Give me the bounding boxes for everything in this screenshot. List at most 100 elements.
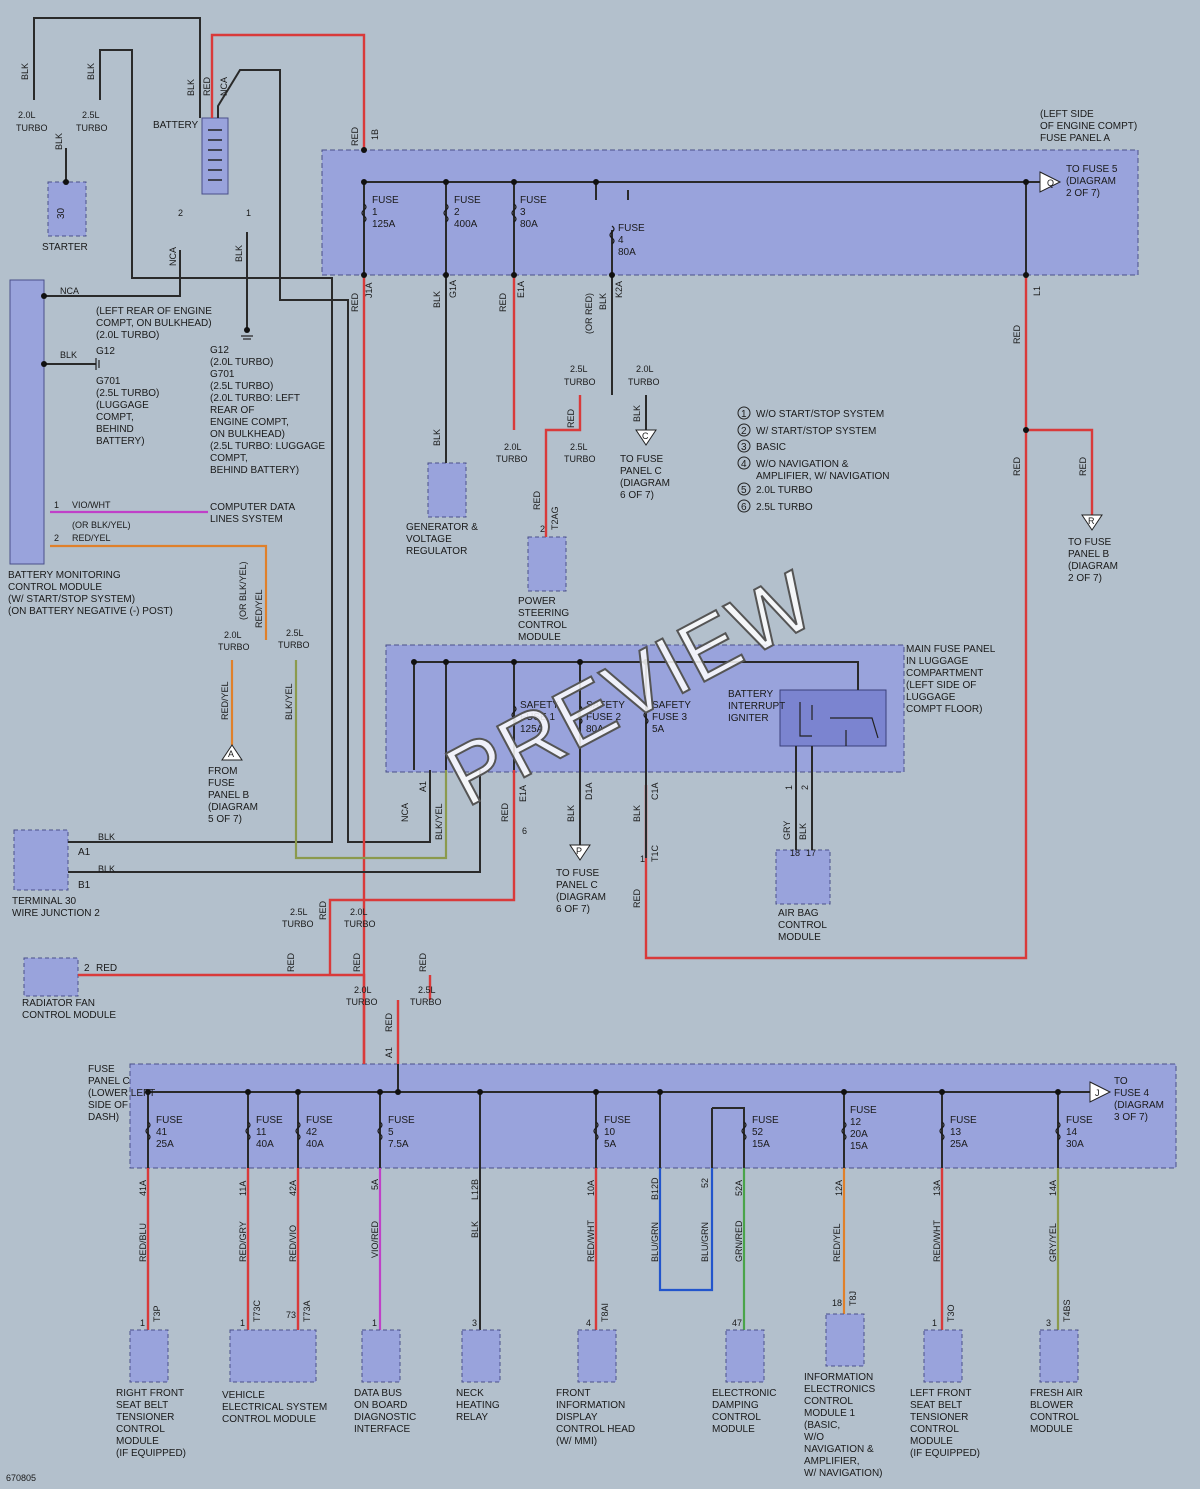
svg-text:2: 2 xyxy=(540,524,545,534)
svg-text:41A: 41A xyxy=(138,1180,148,1196)
svg-text:BLK/YEL: BLK/YEL xyxy=(284,683,294,720)
svg-text:BLK: BLK xyxy=(798,823,808,840)
svg-text:2.0L: 2.0L xyxy=(350,907,368,917)
svg-text:BLK: BLK xyxy=(60,350,77,360)
svg-text:2.5L: 2.5L xyxy=(570,364,588,374)
svg-text:RED: RED xyxy=(352,952,362,972)
module-box-vehicle-electrical xyxy=(229,1329,317,1383)
svg-text:C1A: C1A xyxy=(650,782,660,800)
svg-text:1: 1 xyxy=(246,208,251,218)
svg-text:BLK: BLK xyxy=(20,63,30,80)
power-steering-box xyxy=(527,536,567,592)
svg-text:L12B: L12B xyxy=(470,1179,480,1200)
svg-text:1: 1 xyxy=(741,409,747,420)
svg-text:47: 47 xyxy=(732,1318,742,1328)
svg-text:BLK: BLK xyxy=(632,405,642,422)
svg-text:Q: Q xyxy=(1047,178,1054,188)
svg-text:14A: 14A xyxy=(1048,1180,1058,1196)
module-box-lf-seatbelt xyxy=(923,1329,963,1383)
svg-text:BASIC: BASIC xyxy=(756,442,786,453)
generator-box xyxy=(427,462,467,518)
terminal30-a1: A1 xyxy=(78,847,91,858)
fuse-panel-a xyxy=(321,149,1139,276)
radiator-fan-pin: 2 xyxy=(84,963,90,974)
svg-text:2.0L TURBO: 2.0L TURBO xyxy=(756,485,813,496)
svg-text:RED/YEL: RED/YEL xyxy=(72,533,111,543)
svg-text:RED: RED xyxy=(202,76,212,96)
module-box-fresh-air xyxy=(1039,1329,1079,1383)
svg-text:BLK: BLK xyxy=(98,832,115,842)
fuse-symbols-a xyxy=(361,203,615,245)
module-box-info-electronics xyxy=(825,1313,865,1367)
svg-text:BLK: BLK xyxy=(598,293,608,310)
svg-text:B12D: B12D xyxy=(650,1177,660,1200)
svg-text:BLK: BLK xyxy=(470,1221,480,1238)
svg-text:13A: 13A xyxy=(932,1180,942,1196)
ref-triangles xyxy=(221,171,1112,1103)
svg-text:A: A xyxy=(228,749,234,759)
svg-text:TURBO: TURBO xyxy=(282,919,314,929)
terminal30-box xyxy=(13,829,69,891)
starter-label: STARTER xyxy=(42,242,88,253)
svg-text:RED: RED xyxy=(498,292,508,312)
svg-text:2: 2 xyxy=(800,785,810,790)
svg-text:RED: RED xyxy=(318,900,328,920)
legend-circles xyxy=(737,406,751,513)
svg-text:RED: RED xyxy=(500,802,510,822)
svg-text:T4BS: T4BS xyxy=(1062,1299,1072,1322)
junction-dots xyxy=(41,147,1061,1095)
svg-text:TURBO: TURBO xyxy=(278,640,310,650)
safety-fuse-symbols xyxy=(511,705,649,725)
svg-text:3: 3 xyxy=(472,1318,477,1328)
svg-text:2.0L: 2.0L xyxy=(636,364,654,374)
legend: 1 W/O START/STOP SYSTEM 2 W/ START/STOP … xyxy=(741,409,890,513)
radiator-fan-wire: RED xyxy=(96,963,117,974)
svg-text:52: 52 xyxy=(700,1178,710,1188)
wire-color-labels: RED/BLU RED/GRY RED/VIO VIO/RED BLK RED/… xyxy=(138,1220,1058,1262)
module-box-data-bus xyxy=(361,1329,401,1383)
svg-text:NCA: NCA xyxy=(219,77,229,96)
svg-text:2.5L: 2.5L xyxy=(290,907,308,917)
svg-text:GRY/YEL: GRY/YEL xyxy=(1048,1223,1058,1262)
svg-text:4: 4 xyxy=(586,1318,591,1328)
svg-text:RED: RED xyxy=(1078,456,1088,476)
svg-text:670805: 670805 xyxy=(6,1473,36,1483)
svg-text:NCA: NCA xyxy=(400,803,410,822)
svg-text:BLK: BLK xyxy=(632,805,642,822)
svg-text:W/O NAVIGATION &AMPLIFIER, W/: W/O NAVIGATION &AMPLIFIER, W/ NAVIGATION xyxy=(756,459,890,482)
svg-text:1: 1 xyxy=(932,1318,937,1328)
svg-text:2.0L: 2.0L xyxy=(18,110,36,120)
svg-text:P: P xyxy=(576,846,582,856)
svg-text:T73C: T73C xyxy=(252,1299,262,1322)
svg-text:2.5L: 2.5L xyxy=(570,442,588,452)
svg-text:R: R xyxy=(1088,516,1095,526)
svg-text:T8J: T8J xyxy=(848,1291,858,1306)
svg-text:RED/WHT: RED/WHT xyxy=(932,1220,942,1262)
svg-text:5: 5 xyxy=(741,485,747,496)
svg-text:1: 1 xyxy=(640,854,645,864)
svg-text:6: 6 xyxy=(522,826,527,836)
